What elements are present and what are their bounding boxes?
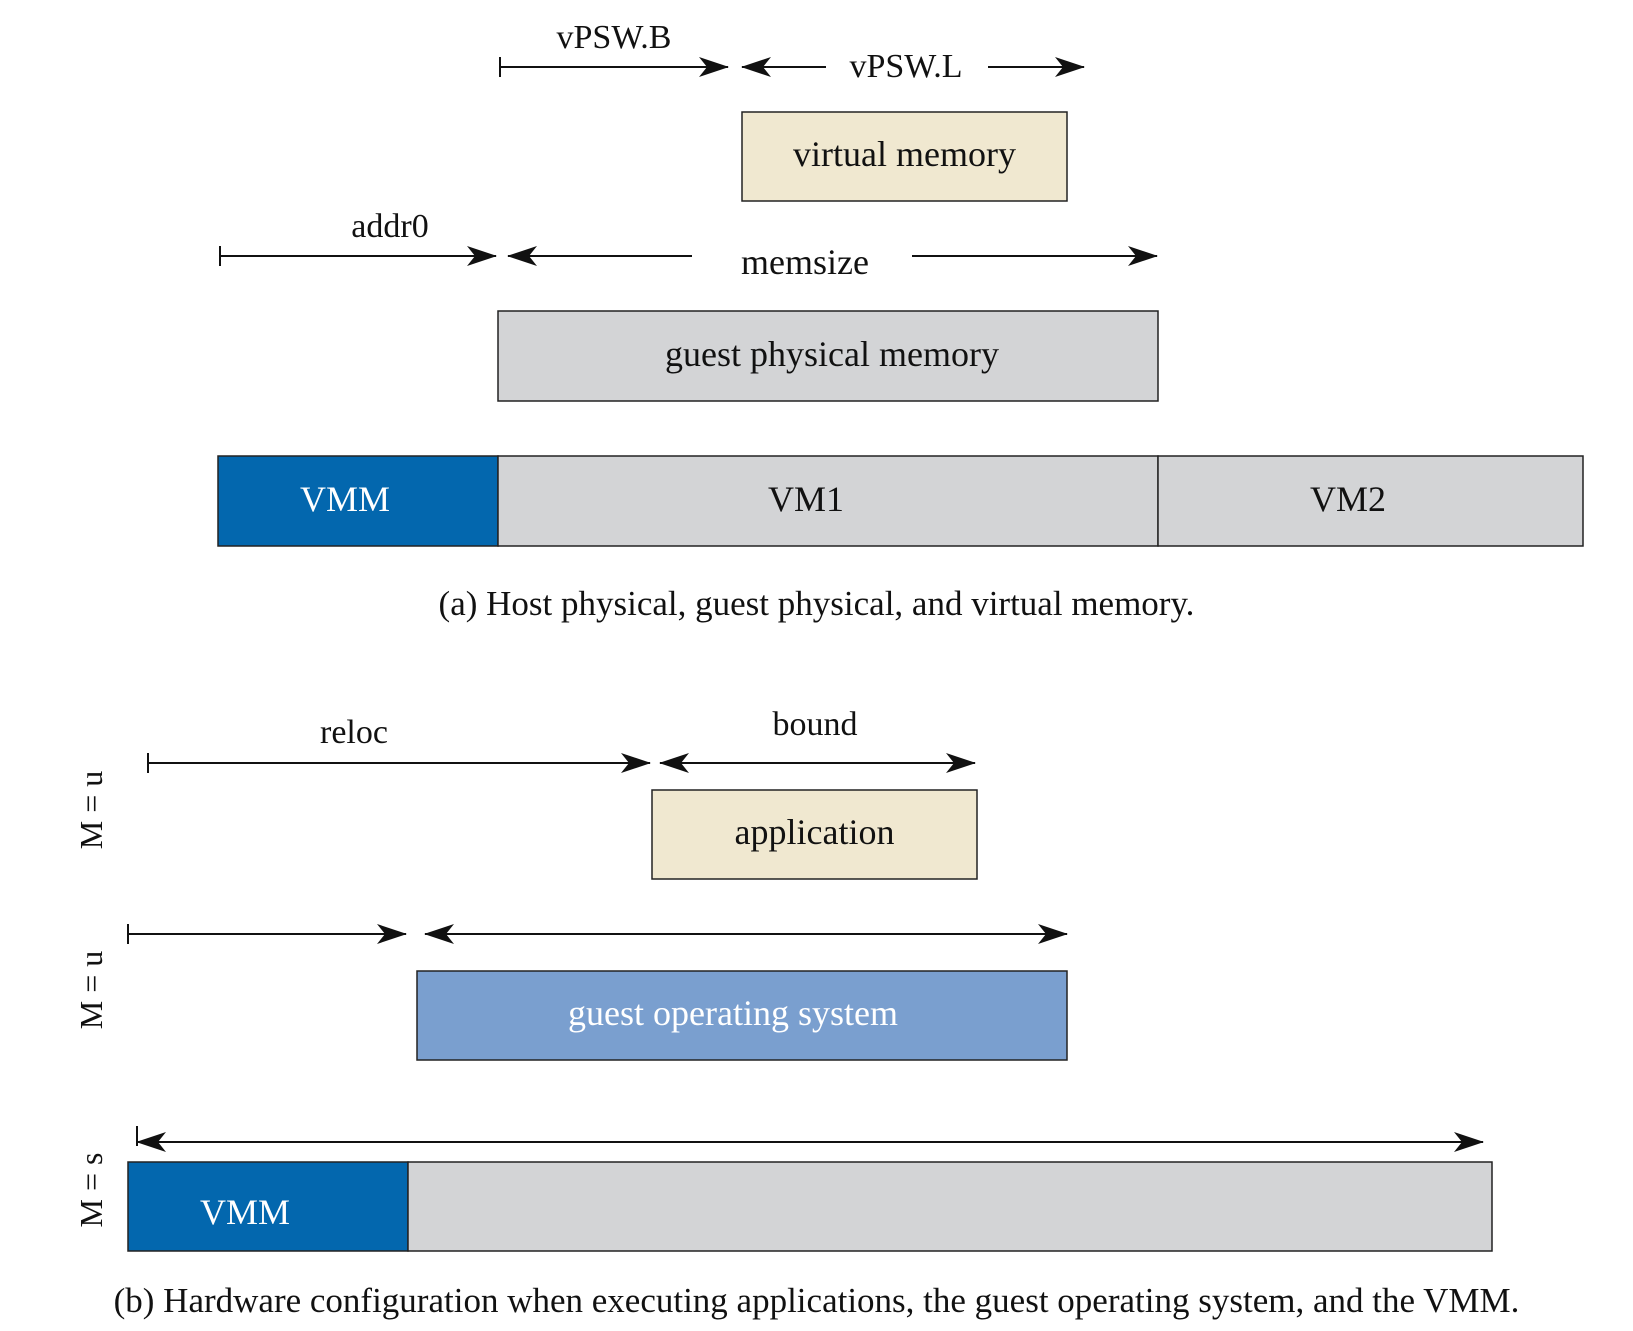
memsize-label: memsize — [741, 242, 869, 282]
vmm-row-arrow — [136, 1126, 1484, 1152]
remaining-memory-segment — [407, 1161, 1493, 1252]
vpsw-b-label: vPSW.B — [557, 19, 672, 56]
vmm-segment-b — [127, 1161, 409, 1252]
vpsw-b-arrow: vPSW.B — [499, 19, 729, 77]
vpsw-l-label: vPSW.L — [849, 48, 962, 85]
virtual-memory-box: virtual memory — [741, 111, 1068, 202]
guest-os-box: guest operating system — [416, 970, 1068, 1061]
bound-label: bound — [773, 706, 858, 743]
vmm-label: VMM — [300, 479, 390, 519]
addr0-arrow: addr0 — [219, 208, 497, 266]
bound-arrow: bound — [659, 706, 976, 773]
vpsw-l-arrow: vPSW.L — [741, 48, 1085, 85]
guest-os-arrows — [127, 924, 1068, 944]
panel-a: vPSW.B vPSW.L virtual memory addr0 — [217, 19, 1584, 547]
vm1-label: VM1 — [768, 479, 844, 519]
guest-physical-memory-box: guest physical memory — [497, 310, 1159, 402]
vm2-label: VM2 — [1310, 479, 1386, 519]
application-box: application — [651, 789, 978, 880]
vmm-segment — [217, 455, 499, 547]
addr0-label: addr0 — [351, 208, 428, 245]
caption-a: (a) Host physical, guest physical, and v… — [438, 584, 1195, 623]
mode-label-guest-os: M = u — [73, 951, 109, 1030]
vm2-segment — [1157, 455, 1584, 547]
virtual-memory-label: virtual memory — [793, 134, 1016, 174]
caption-b: (b) Hardware configuration when executin… — [113, 1281, 1520, 1320]
application-label: application — [735, 812, 895, 852]
host-physical-memory-bar: VMM VM1 VM2 — [217, 455, 1584, 547]
vmm-label-b: VMM — [200, 1192, 290, 1232]
guest-os-label: guest operating system — [568, 993, 898, 1033]
guest-physical-memory-label: guest physical memory — [665, 334, 999, 374]
mode-label-application: M = u — [73, 771, 109, 850]
reloc-arrow: reloc — [147, 714, 651, 773]
vmm-memory-bar: VMM — [127, 1161, 1493, 1252]
mode-label-vmm: M = s — [73, 1153, 109, 1228]
reloc-label: reloc — [320, 714, 388, 751]
panel-b: reloc bound application M = u — [73, 706, 1493, 1252]
memsize-arrow: memsize — [507, 242, 1158, 282]
